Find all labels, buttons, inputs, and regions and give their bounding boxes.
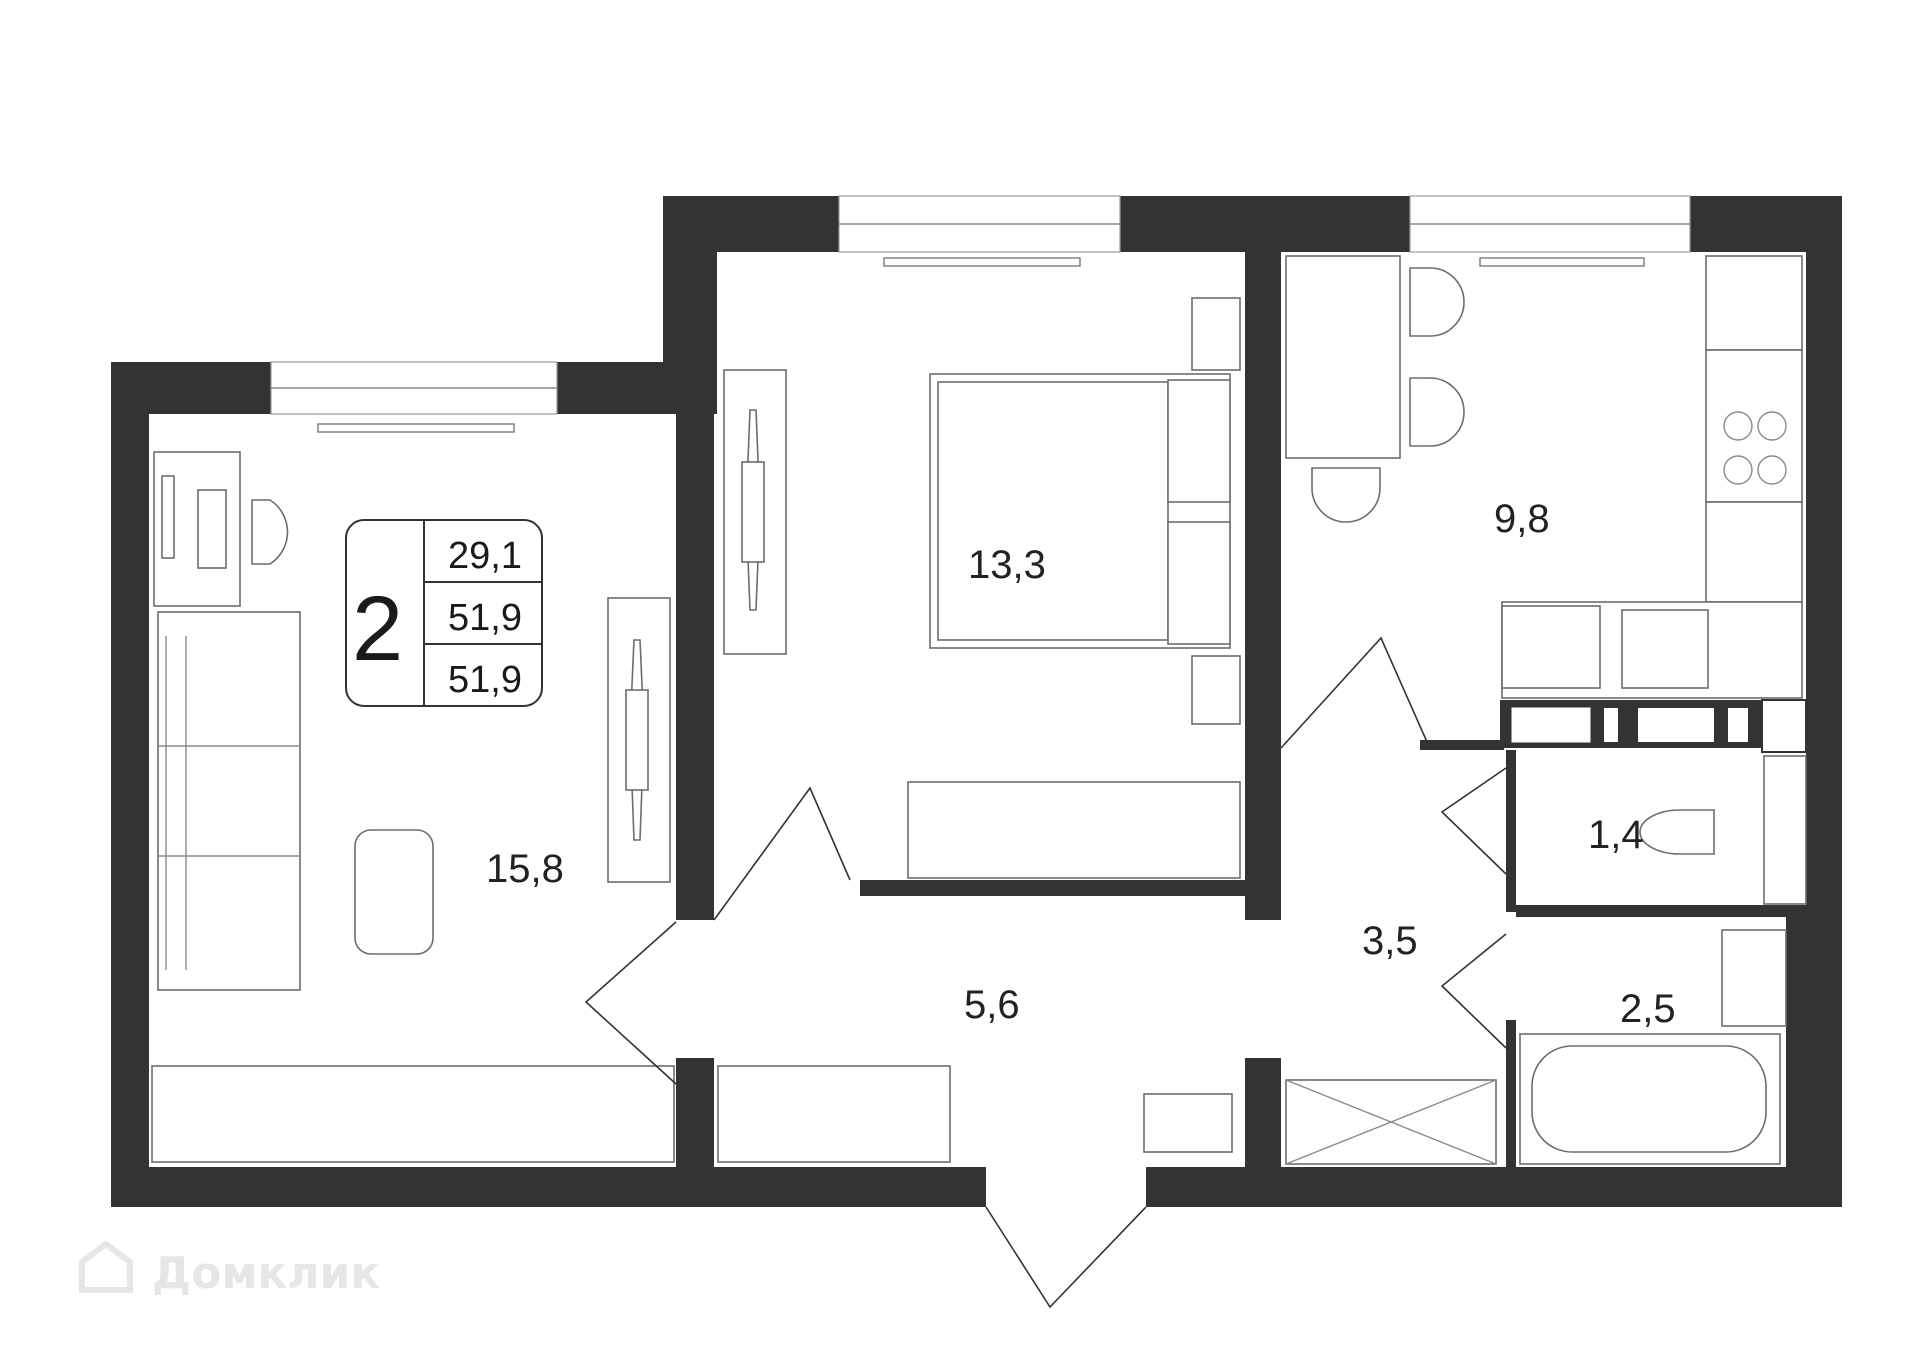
area-labels: 15,8 13,3 9,8 5,6 3,5 1,4 2,5 [486,497,1676,1031]
area-bathroom: 2,5 [1620,987,1676,1031]
radiators [317,257,1645,433]
hallway-wardrobe [717,1065,951,1163]
area-living-room: 15,8 [486,847,564,891]
badge-total-area: 51,9 [448,597,522,639]
badge-total-area-alt: 51,9 [448,659,522,701]
watermark-text: Домклик [152,1248,380,1299]
area-toilet: 1,4 [1588,813,1644,857]
badge-room-count: 2 [352,578,403,680]
area-hallway: 5,6 [964,983,1020,1027]
house-logo-icon [79,1240,133,1293]
ventilation-shafts [1511,699,1807,753]
badge-living-area: 29,1 [448,535,522,577]
bedroom-furniture [723,297,1241,879]
walls [111,196,1842,1207]
door-swings [584,636,1507,1309]
bathroom-fixtures [1143,755,1807,1165]
area-corridor: 3,5 [1362,919,1418,963]
living-room-furniture [151,451,675,1163]
apartment-badge: 2 29,1 51,9 51,9 [345,519,543,707]
windows [270,195,1691,415]
area-kitchen: 9,8 [1494,497,1550,541]
watermark: Домклик [79,1240,380,1299]
kitchen-furniture [1285,255,1803,699]
area-bedroom: 13,3 [968,543,1046,587]
